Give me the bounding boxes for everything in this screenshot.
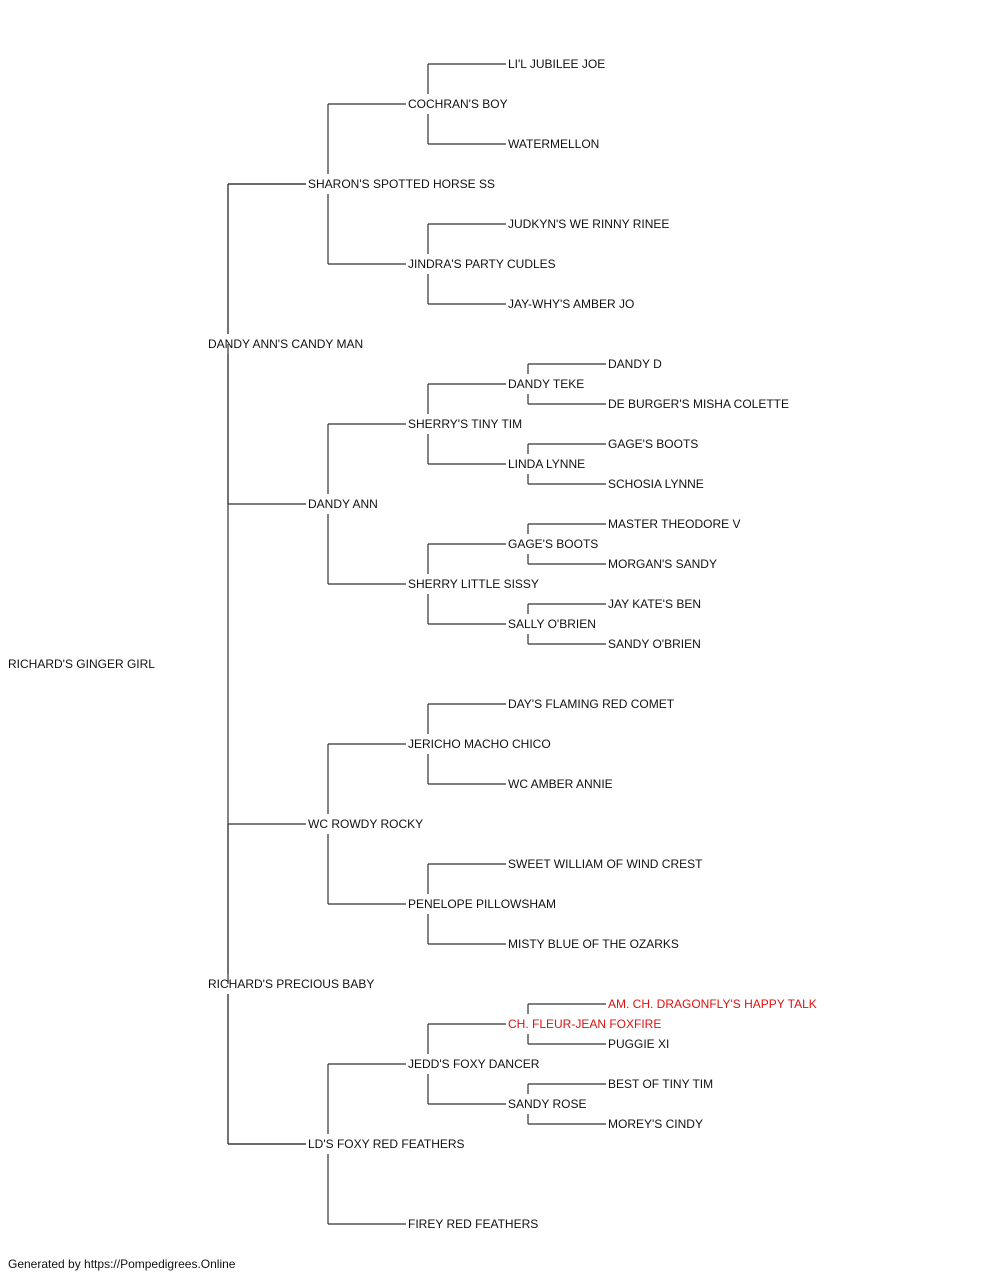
sire-name[interactable]: COCHRAN'S BOY (408, 97, 508, 111)
sire-name[interactable]: SHARON'S SPOTTED HORSE SS (308, 177, 495, 191)
sire-name[interactable]: SWEET WILLIAM OF WIND CREST (508, 857, 703, 871)
sire-name[interactable]: DANDY ANN'S CANDY MAN (208, 337, 364, 351)
sire-name[interactable]: AM. CH. DRAGONFLY'S HAPPY TALK (608, 997, 817, 1011)
sire-name[interactable]: JERICHO MACHO CHICO (408, 737, 551, 751)
dam-name[interactable]: MISTY BLUE OF THE OZARKS (508, 937, 679, 951)
dam-name[interactable]: LD'S FOXY RED FEATHERS (308, 1137, 465, 1151)
sire-name[interactable]: JEDD'S FOXY DANCER (408, 1057, 540, 1071)
sire-name[interactable]: GAGE'S BOOTS (608, 437, 699, 451)
dam-name[interactable]: WATERMELLON (508, 137, 600, 151)
sire-name[interactable]: WC ROWDY ROCKY (308, 817, 424, 831)
sire-name[interactable]: MASTER THEODORE V (608, 517, 741, 531)
sire-name[interactable]: DANDY TEKE (508, 377, 585, 391)
dam-name[interactable]: MOREY'S CINDY (608, 1117, 703, 1131)
dam-name[interactable]: DANDY ANN (308, 497, 378, 511)
generated-by-footer: Generated by https://Pompedigrees.Online (8, 1257, 236, 1271)
dam-name[interactable]: JAY-WHY'S AMBER JO (508, 297, 635, 311)
dam-name[interactable]: SANDY ROSE (508, 1097, 587, 1111)
sire-name[interactable]: BEST OF TINY TIM (608, 1077, 714, 1091)
sire-name[interactable]: SHERRY'S TINY TIM (408, 417, 523, 431)
dam-name[interactable]: RICHARD'S PRECIOUS BABY (208, 977, 375, 991)
sire-name[interactable]: GAGE'S BOOTS (508, 537, 599, 551)
dam-name[interactable]: WC AMBER ANNIE (508, 777, 613, 791)
sire-name[interactable]: DAY'S FLAMING RED COMET (508, 697, 675, 711)
dam-name[interactable]: SHERRY LITTLE SISSY (408, 577, 539, 591)
sire-name[interactable]: CH. FLEUR-JEAN FOXFIRE (508, 1017, 662, 1031)
sire-name[interactable]: JUDKYN'S WE RINNY RINEE (508, 217, 670, 231)
sire-name[interactable]: JAY KATE'S BEN (608, 597, 701, 611)
dam-name[interactable]: SANDY O'BRIEN (608, 637, 701, 651)
sire-name[interactable]: DANDY D (608, 357, 662, 371)
dam-name[interactable]: PUGGIE XI (608, 1037, 670, 1051)
dam-name[interactable]: LINDA LYNNE (508, 457, 586, 471)
dam-name[interactable]: DE BURGER'S MISHA COLETTE (608, 397, 789, 411)
dam-name[interactable]: SCHOSIA LYNNE (608, 477, 704, 491)
dam-name[interactable]: JINDRA'S PARTY CUDLES (408, 257, 556, 271)
dam-name[interactable]: FIREY RED FEATHERS (408, 1217, 539, 1231)
subject-dog-name[interactable]: RICHARD'S GINGER GIRL (8, 657, 155, 671)
sire-name[interactable]: LI'L JUBILEE JOE (508, 57, 606, 71)
dam-name[interactable]: PENELOPE PILLOWSHAM (408, 897, 557, 911)
dam-name[interactable]: MORGAN'S SANDY (608, 557, 717, 571)
dam-name[interactable]: SALLY O'BRIEN (508, 617, 596, 631)
